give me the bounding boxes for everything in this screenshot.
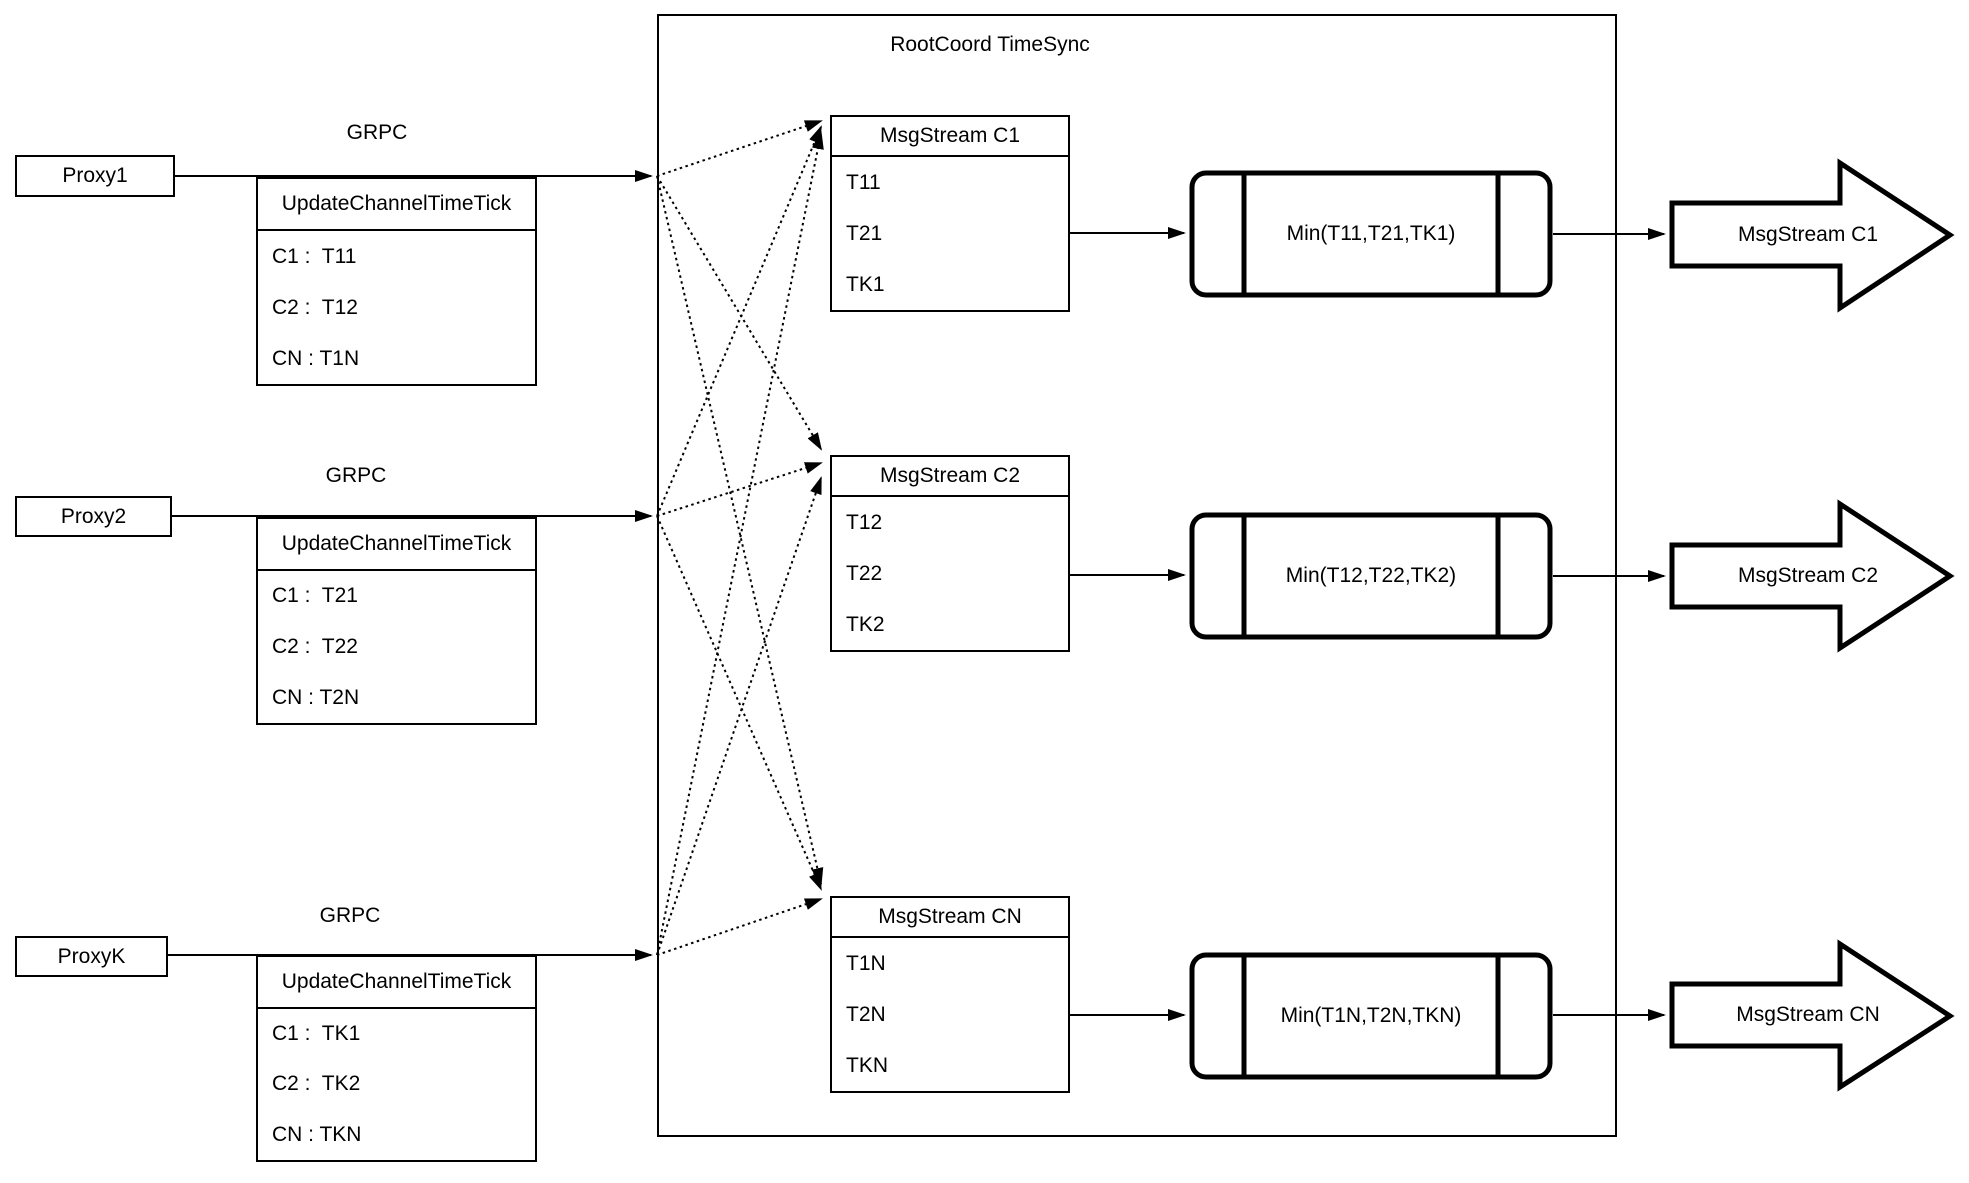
min-label-cn: Min(T1N,T2N,TKN) <box>1280 1004 1462 1027</box>
proxyk-label: ProxyK <box>57 944 126 968</box>
timetick-table-proxyk: UpdateChannelTimeTick C1 : TK1 C2 : TK2 … <box>256 955 537 1162</box>
rootcoord-title: RootCoord TimeSync <box>890 33 1090 56</box>
msgstream-header: MsgStream C2 <box>832 457 1068 497</box>
timetick-row: C2 : TK2 <box>272 1072 361 1096</box>
msgstream-row: T22 <box>846 561 883 585</box>
msgstream-row: T12 <box>846 510 883 534</box>
msgstream-row: TK1 <box>846 272 885 296</box>
proxy1-label: Proxy1 <box>62 164 128 187</box>
timetick-row: C2 : T12 <box>272 295 358 319</box>
msgstream-row: T21 <box>846 221 883 245</box>
timetick-row: CN : T1N <box>272 346 360 370</box>
msgstream-row: T2N <box>846 1002 886 1026</box>
timetick-row: C2 : T22 <box>272 635 358 658</box>
timetick-row: C1 : T11 <box>272 244 357 268</box>
msgstream-box-c2: MsgStream C2 T12 T22 TK2 <box>830 455 1070 652</box>
msgstream-box-cn: MsgStream CN T1N T2N TKN <box>830 896 1070 1093</box>
proxy2-box: Proxy2 <box>15 496 172 537</box>
msgstream-row: T11 <box>846 170 881 194</box>
timetick-row: CN : TKN <box>272 1122 362 1146</box>
min-label-c2: Min(T12,T22,TK2) <box>1285 564 1457 587</box>
timetick-table-proxy1: UpdateChannelTimeTick C1 : T11 C2 : T12 … <box>256 177 537 386</box>
msgstream-row: TK2 <box>846 612 885 636</box>
grpc-label-3: GRPC <box>319 904 381 927</box>
timetick-table-header: UpdateChannelTimeTick <box>258 519 535 571</box>
output-arrow-label-cn: MsgStream CN <box>1736 1003 1880 1026</box>
timetick-table-proxy2: UpdateChannelTimeTick C1 : T21 C2 : T22 … <box>256 517 537 725</box>
proxy2-label: Proxy2 <box>60 504 127 528</box>
timetick-row: C1 : T21 <box>272 584 358 608</box>
msgstream-row: TKN <box>846 1053 888 1077</box>
grpc-label-1: GRPC <box>346 121 408 144</box>
proxyk-box: ProxyK <box>15 936 168 977</box>
msgstream-header: MsgStream CN <box>832 898 1068 938</box>
msgstream-box-c1: MsgStream C1 T11 T21 TK1 <box>830 115 1070 312</box>
output-arrow-label-c1: MsgStream C1 <box>1737 222 1879 246</box>
msgstream-row: T1N <box>846 951 886 975</box>
min-label-c1: Min(T11,T21,TK1) <box>1286 222 1456 245</box>
proxy1-box: Proxy1 <box>15 155 175 197</box>
grpc-label-2: GRPC <box>325 464 387 487</box>
timetick-row: C1 : TK1 <box>272 1022 361 1046</box>
timetick-row: CN : T2N <box>272 685 360 709</box>
timetick-table-header: UpdateChannelTimeTick <box>258 957 535 1009</box>
output-arrow-label-c2: MsgStream C2 <box>1737 564 1879 587</box>
msgstream-header: MsgStream C1 <box>832 117 1068 157</box>
timetick-table-header: UpdateChannelTimeTick <box>258 179 535 231</box>
